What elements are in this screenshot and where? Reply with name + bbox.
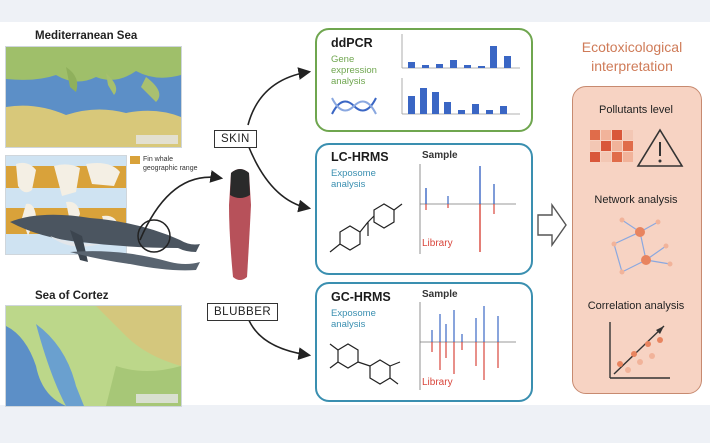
network-label: Network analysis (594, 194, 678, 206)
network-icon (611, 217, 673, 275)
gc-spectrum (419, 302, 516, 390)
gchrms-subtitle: Exposome analysis (331, 308, 376, 330)
ddpcr-box (315, 28, 533, 132)
tissue-sample (229, 169, 251, 280)
skin-label: SKIN (214, 130, 257, 148)
eco-title-line1: Ecotoxicological (581, 39, 683, 55)
lchrms-subtitle: Exposome analysis (331, 168, 376, 190)
legend-text: Fin whale geographic range (143, 156, 198, 172)
legend-swatch (130, 156, 140, 164)
gc-molecule-icon (329, 343, 401, 385)
mediterranean-title: Mediterranean Sea (35, 30, 138, 42)
ddpcr-title: ddPCR (331, 36, 373, 50)
ddpcr-subtitle: Gene expression analysis (331, 54, 377, 87)
gc-sample-label: Sample (422, 289, 458, 300)
lc-molecule-icon (329, 203, 403, 253)
dna-helix-icon (331, 97, 377, 115)
correlation-label: Correlation analysis (587, 300, 685, 312)
gchrms-title: GC-HRMS (331, 290, 391, 304)
lchrms-title: LC-HRMS (331, 150, 389, 164)
pollutants-heatmap-icon (590, 128, 684, 167)
ddpcr-bar-charts (401, 34, 520, 115)
lc-library-label: Library (422, 238, 453, 249)
gc-library-label: Library (422, 377, 453, 388)
cortez-title: Sea of Cortez (35, 290, 109, 302)
cortez-map (5, 305, 182, 407)
whale-illustration (10, 214, 200, 271)
eco-title-line2: interpretation (591, 58, 673, 74)
blubber-label: BLUBBER (207, 303, 279, 321)
lc-spectrum (419, 164, 516, 254)
correlation-scatter-icon (609, 322, 670, 379)
pollutants-label: Pollutants level (599, 104, 673, 116)
lc-sample-label: Sample (422, 150, 458, 161)
mediterranean-map (5, 46, 182, 148)
lchrms-box (315, 143, 533, 275)
